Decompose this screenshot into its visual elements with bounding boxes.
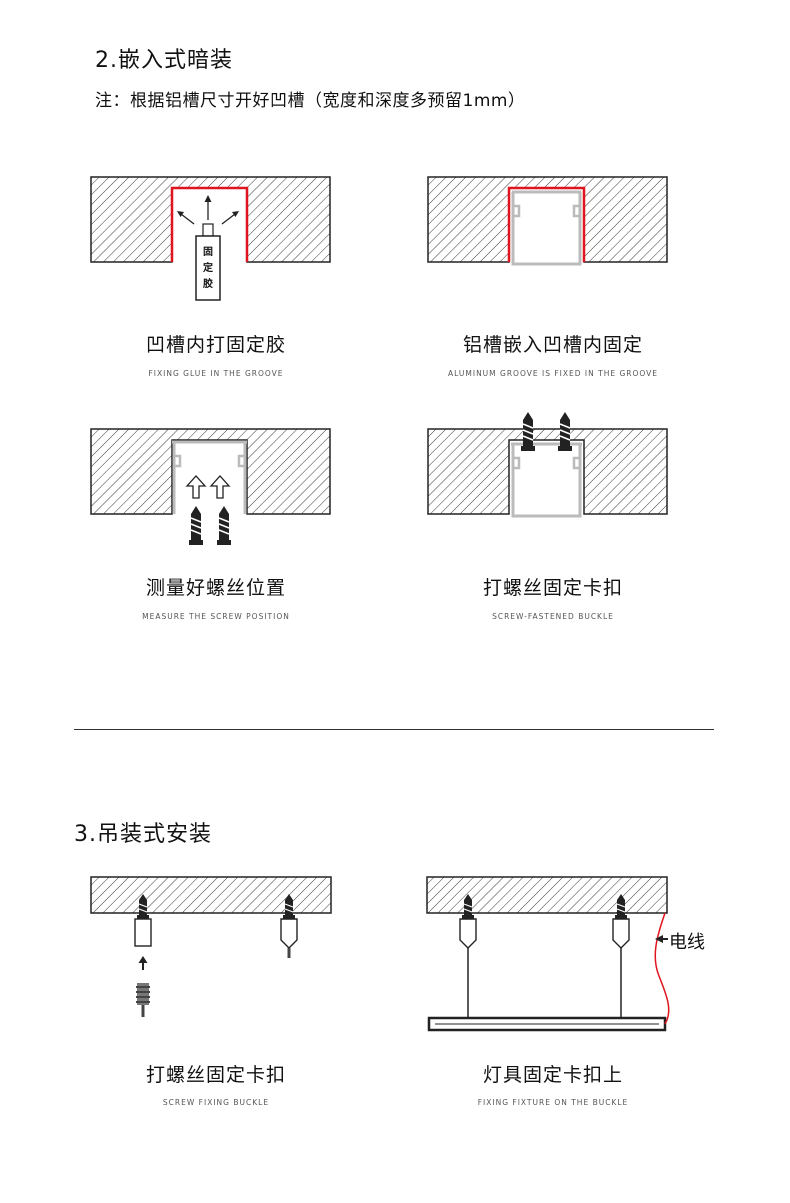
groove-embed-diagram: [427, 176, 668, 266]
buckle-icon: [280, 918, 298, 949]
section-2-note: 注：根据铝槽尺寸开好凹槽（宽度和深度多预留1mm）: [95, 91, 526, 111]
buckle-fix-diagram: [90, 876, 332, 1017]
step-buckle-subcaption: SCREW FIXING BUCKLE: [162, 1098, 270, 1107]
section-2-title: 2.嵌入式暗装: [95, 48, 233, 73]
glue-tube-icon: [195, 223, 221, 301]
step-glue-subcaption: FIXING GLUE IN THE GROOVE: [148, 369, 284, 378]
screw-icon: [283, 894, 295, 919]
step-embed-caption: 铝槽嵌入凹槽内固定: [462, 334, 643, 356]
aluminum-profile-icon: [172, 440, 247, 514]
fixture-hang-diagram: [426, 876, 670, 1032]
screw-icon: [189, 506, 203, 545]
power-wire: [654, 912, 670, 1025]
screw-icon: [521, 412, 535, 451]
glue-diagram: [90, 176, 331, 301]
screw-icon: [558, 412, 572, 451]
step-measure-caption: 测量好螺丝位置: [145, 577, 286, 599]
wire-label: 电线: [669, 932, 705, 953]
aluminum-profile-icon: [511, 190, 582, 266]
step-fasten-subcaption: SCREW-FASTENED BUCKLE: [492, 612, 614, 621]
glue-tube-label: 固 定 胶: [203, 247, 213, 290]
screw-icon: [217, 506, 231, 545]
screw-icon: [137, 894, 149, 919]
step-fixture-subcaption: FIXING FIXTURE ON THE BUCKLE: [477, 1098, 629, 1107]
buckle-icon: [459, 918, 477, 949]
step-glue-caption: 凹槽内打固定胶: [145, 334, 286, 356]
up-arrow-icon: [185, 475, 207, 499]
step-buckle-caption: 打螺丝固定卡扣: [145, 1064, 286, 1086]
threaded-connector-icon: [136, 983, 150, 1017]
screw-fasten-diagram: [427, 412, 668, 518]
step-fixture-caption: 灯具固定卡扣上: [482, 1064, 623, 1086]
buckle-icon: [134, 918, 152, 947]
screw-icon: [615, 894, 627, 919]
section-divider: [74, 729, 714, 730]
step-measure-subcaption: MEASURE THE SCREW POSITION: [142, 612, 290, 621]
buckle-icon: [612, 918, 630, 949]
aluminum-profile-icon: [511, 442, 582, 518]
section-3-title: 3.吊装式安装: [74, 822, 212, 847]
step-embed-subcaption: ALUMINUM GROOVE IS FIXED IN THE GROOVE: [447, 369, 659, 378]
screw-icon: [462, 894, 474, 919]
step-fasten-caption: 打螺丝固定卡扣: [482, 577, 623, 599]
up-arrow-icon: [209, 475, 231, 499]
measure-screw-diagram: [90, 428, 331, 545]
